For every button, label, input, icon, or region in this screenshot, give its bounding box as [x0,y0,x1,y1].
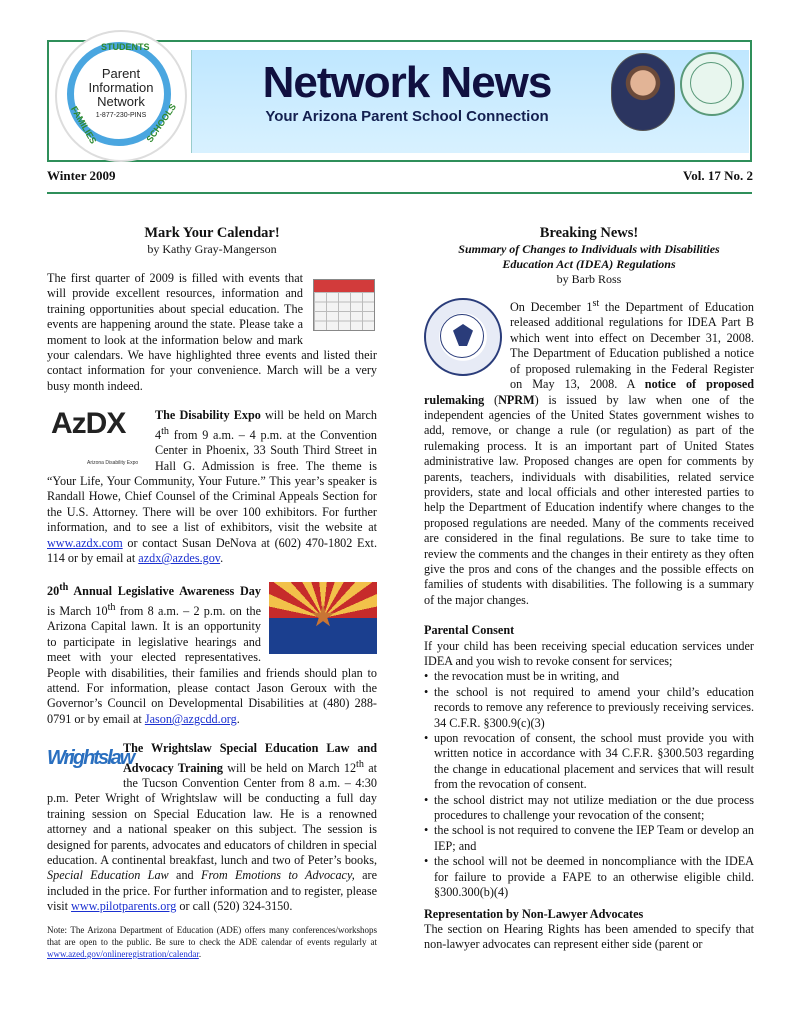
superintendent-portrait [611,53,675,131]
breaking-news-byline: by Barb Ross [556,272,622,286]
consent-bullet-list: the revocation must be in writing, and t… [424,669,754,900]
logo-ring [67,42,171,146]
azdx-email-link[interactable]: azdx@azdes.gov [138,550,221,565]
wrightslaw-paragraph: The Wrightslaw Special Education Law and… [47,741,377,914]
right-column: Breaking News! Summary of Changes to Ind… [424,224,754,953]
state-seal-ring [690,62,732,104]
left-column: Mark Your Calendar! by Kathy Gray-Manger… [47,224,377,960]
arizona-flag-image [269,582,377,655]
calendar-article-title: Mark Your Calendar! [144,225,280,241]
pin-logo: STUDENTS FAMILIES SCHOOLS Parent Informa… [55,30,187,162]
parental-consent-intro: If your child has been receiving special… [424,638,754,668]
calendar-icon [311,273,377,333]
representation-heading: Representation by Non-Lawyer Advocates [424,906,644,921]
ade-note: Note: The Arizona Department of Educatio… [47,924,377,959]
expo-paragraph: The Disability Expo will be held on Marc… [47,408,377,565]
logo-phone: 1-877-230-PINS [95,112,147,119]
breaking-news-title: Breaking News! [539,225,639,241]
gcdd-email-link[interactable]: Jason@azgcdd.org [144,711,237,726]
header-rule [47,192,752,194]
calendar-article-byline: by Kathy Gray-Mangerson [147,242,277,256]
list-item: the school is not required to amend your… [424,685,754,731]
logo-line-information: Information [88,80,154,95]
logo-line-network: Network [97,94,145,109]
breaking-news-subtitle-2: Education Act (IDEA) Regulations [502,257,676,271]
idea-paragraph: On December 1st the Department of Educat… [424,298,755,607]
ade-calendar-link[interactable]: www.azed.gov/onlineregistration/calendar [47,948,199,959]
newsletter-title: Network News [262,58,553,107]
issue-season: Winter 2009 [47,168,116,183]
list-item: the revocation must be in writing, and [424,669,754,685]
calendar-intro: The first quarter of 2009 is filled with… [47,271,377,393]
legislative-paragraph: 20th Annual Legislative Awareness Day is… [47,582,377,726]
state-seal [680,52,744,116]
pilotparents-link[interactable]: www.pilotparents.org [71,899,177,914]
list-item: upon revocation of consent, the school m… [424,731,754,793]
breaking-news-subtitle-1: Summary of Changes to Individuals with D… [458,242,720,256]
logo-word-students: STUDENTS [101,42,150,52]
department-of-education-seal [424,298,502,376]
parental-consent-heading: Parental Consent [424,623,515,638]
wrightslaw-logo: Wrightslaw [47,747,135,770]
azdx-link[interactable]: www.azdx.com [47,535,123,550]
list-item: the school will not be deemed in noncomp… [424,854,754,900]
representation-text: The section on Hearing Rights has been a… [424,921,754,952]
list-item: the school district may not utilize medi… [424,793,754,824]
newsletter-subtitle: Your Arizona Parent School Connection [265,108,549,125]
issue-volume: Vol. 17 No. 2 [683,168,753,183]
logo-line-parent: Parent [101,66,141,81]
list-item: the school is not required to convene th… [424,823,754,854]
azdx-logo: AzDX Arizona Disability Expo [51,407,139,467]
